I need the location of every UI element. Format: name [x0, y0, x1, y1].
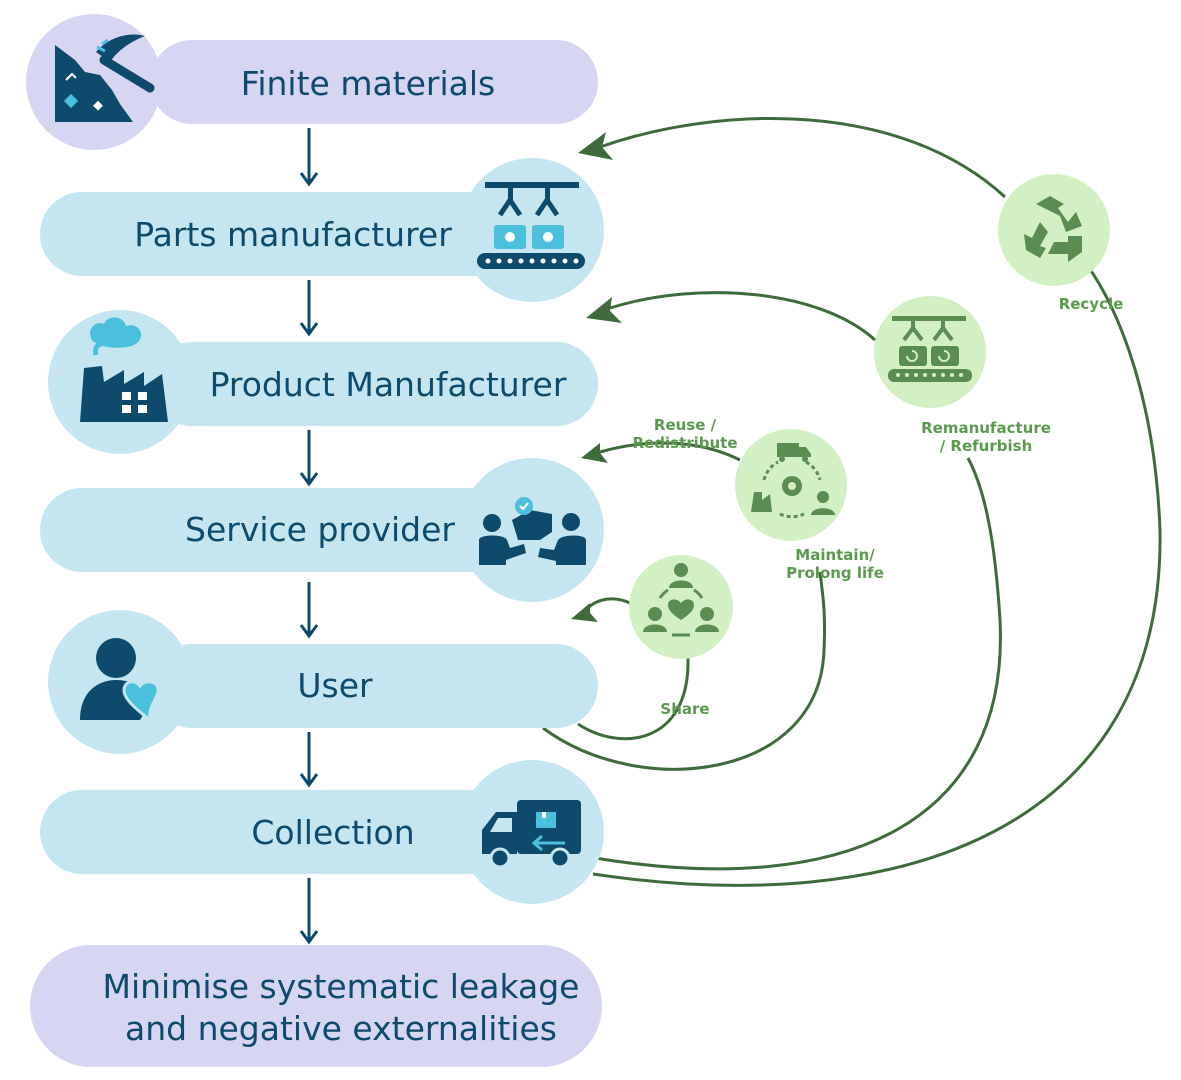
arrowhead [299, 172, 319, 187]
arrowhead [299, 624, 319, 639]
remanufacture-label-line-1: Remanufacture [921, 419, 1051, 437]
recycle-arc [592, 261, 1162, 887]
remanufacture-conveyor-icon [888, 316, 972, 382]
reuse-label-line-2: Redistribute [633, 434, 738, 452]
share-arc [577, 657, 690, 741]
share-arc-top [586, 597, 631, 610]
robotic-arm-conveyor-icon [477, 182, 585, 269]
maintain-arc [542, 571, 827, 771]
maintain-label-line-2: Prolong life [786, 564, 884, 582]
minimise-pill [30, 945, 602, 1067]
share-arrowhead[interactable] [571, 603, 598, 622]
maintenance-cycle-icon [751, 443, 835, 519]
recycle-arc-top [599, 116, 1007, 199]
arrowhead [299, 930, 319, 945]
loop-maintain[interactable]: Maintain/ Prolong life [735, 429, 884, 582]
loop-arcs [542, 116, 1162, 887]
factory-icon [80, 317, 168, 422]
arrowhead [299, 472, 319, 487]
finite-pill [150, 40, 598, 124]
service-pill [40, 488, 520, 572]
stage-user: User [48, 610, 598, 754]
stage-parts-manufacturer: Parts manufacturer [40, 158, 604, 302]
handshake-icon [479, 497, 586, 565]
user-heart-icon [80, 638, 160, 724]
stage-collection: Collection [40, 760, 604, 904]
loop-remanufacture[interactable]: Remanufacture / Refurbish [874, 296, 1051, 455]
parts-label: Parts manufacturer [134, 215, 452, 254]
pickaxe-mining-icon [55, 34, 155, 122]
loop-recycle[interactable]: Recycle [998, 174, 1123, 313]
stage-service-provider: Service provider [40, 458, 604, 602]
collection-label: Collection [251, 813, 414, 852]
minimise-label-line-2: and negative externalities [125, 1009, 557, 1048]
user-pill [150, 644, 598, 728]
collection-pill [40, 790, 520, 874]
recycle-circle [998, 174, 1110, 286]
remanufacture-arrowhead[interactable] [586, 297, 622, 323]
product-pill [150, 342, 598, 426]
user-label: User [297, 666, 373, 705]
stage-product-manufacturer: Product Manufacturer [48, 310, 598, 454]
parts-pill [40, 192, 520, 276]
flow-arrows [299, 128, 319, 945]
remanufacture-circle [874, 296, 986, 408]
remanufacture-arc [594, 457, 1002, 871]
arrowhead [299, 322, 319, 337]
reuse-arrowhead[interactable] [581, 443, 608, 463]
recycle-label: Recycle [1059, 295, 1124, 313]
recycle-arrowhead[interactable] [578, 132, 613, 160]
reuse-arc-top [599, 441, 741, 462]
minimise-label-line-1: Minimise systematic leakage [103, 967, 580, 1006]
recycle-icon [1024, 196, 1082, 262]
product-label: Product Manufacturer [210, 365, 567, 404]
loop-share[interactable]: Share [629, 555, 733, 718]
reuse-label-line-1: Reuse / [654, 416, 717, 434]
community-heart-icon [643, 563, 719, 637]
stage-finite-materials: Finite materials [26, 14, 598, 150]
share-label: Share [660, 700, 709, 718]
maintain-label-line-1: Maintain/ [795, 546, 875, 564]
loop-reuse[interactable]: Reuse / Redistribute [633, 416, 738, 452]
arrowhead [299, 773, 319, 788]
remanufacture-arc-top [609, 291, 877, 342]
remanufacture-label-line-2: / Refurbish [940, 437, 1033, 455]
delivery-truck-icon [482, 800, 581, 869]
stage-minimise-leakage: Minimise systematic leakage and negative… [30, 945, 602, 1067]
finite-label: Finite materials [241, 64, 496, 103]
service-label: Service provider [185, 510, 455, 549]
